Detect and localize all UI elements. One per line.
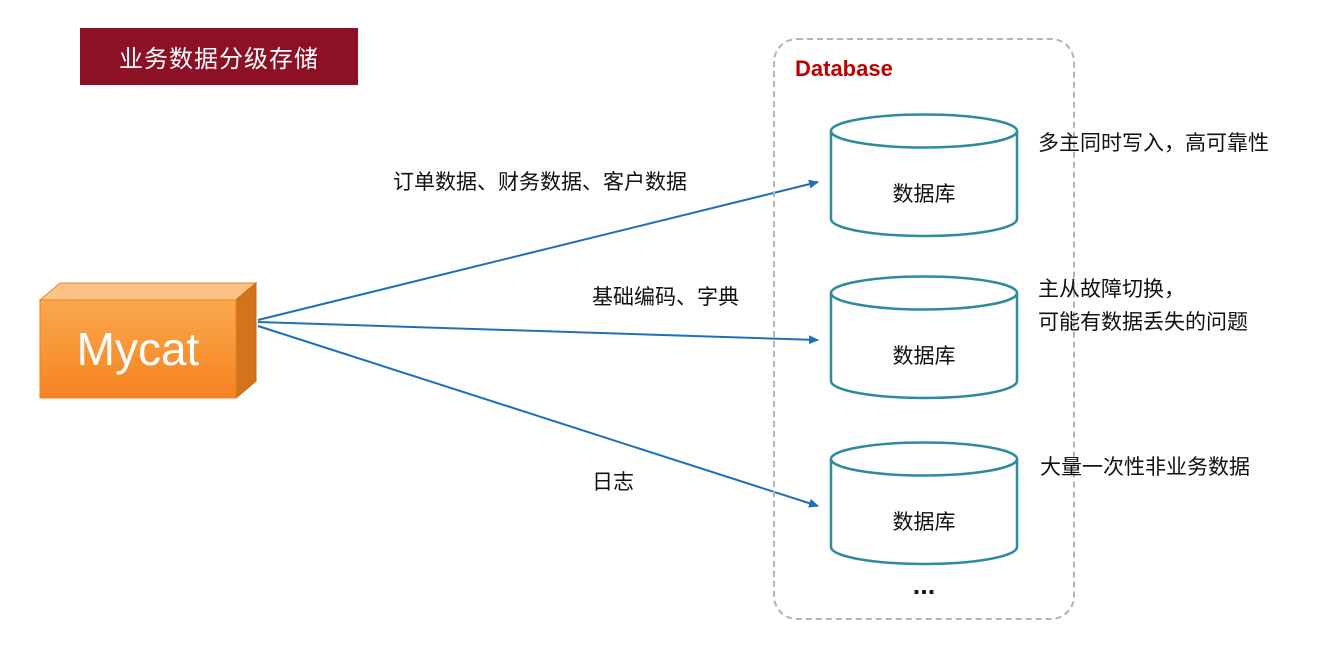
mycat-box-shape	[38, 281, 258, 400]
database-group-label: Database	[795, 56, 893, 81]
database-node-label: 数据库	[892, 345, 956, 368]
note-bulk-data: 大量一次性非业务数据	[1040, 456, 1250, 479]
mycat-node: Mycat	[40, 300, 236, 398]
edge-label-logs: 日志	[592, 471, 634, 494]
edge-arrow-logs	[257, 325, 819, 508]
database-node-2: 数据库	[828, 274, 1020, 402]
database-group-container	[773, 38, 1075, 620]
more-databases-ellipsis: ...	[912, 570, 936, 600]
mycat-box-front-face	[39, 299, 237, 399]
note-failover: 主从故障切换， 可能有数据丢失的问题	[1038, 278, 1248, 334]
mycat-box-right-face	[235, 281, 257, 400]
edge-arrow-codes	[257, 321, 819, 345]
edge-label-codes: 基础编码、字典	[592, 286, 739, 309]
database-node-label: 数据库	[892, 511, 956, 534]
database-node-1: 数据库	[828, 112, 1020, 240]
mycat-node-label: Mycat	[76, 323, 200, 375]
mycat-box-top-face	[38, 282, 258, 301]
database-cylinder-icon	[829, 275, 1019, 400]
edge-label-orders: 订单数据、财务数据、客户数据	[393, 171, 687, 194]
title-badge-label: 业务数据分级存储	[119, 46, 319, 73]
title-badge: 业务数据分级存储	[80, 28, 358, 85]
database-cylinder-icon	[829, 441, 1019, 566]
database-node-label: 数据库	[892, 183, 956, 206]
database-cylinder-icon	[829, 113, 1019, 238]
database-node-3: 数据库	[828, 440, 1020, 568]
note-high-availability: 多主同时写入，高可靠性	[1038, 132, 1269, 155]
